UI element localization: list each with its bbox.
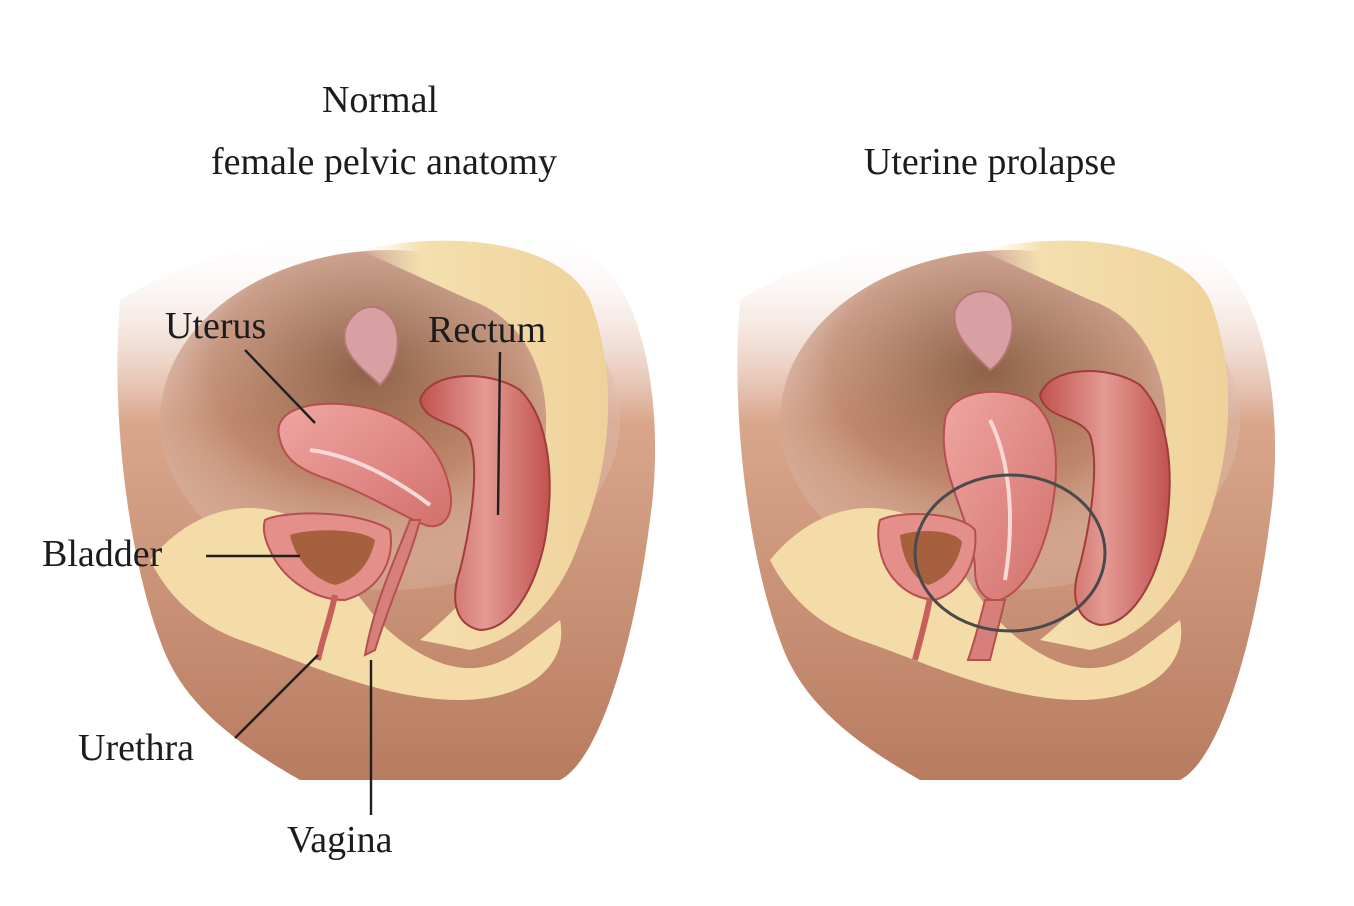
- label-rectum: Rectum: [428, 309, 546, 351]
- urethra-prolapse: [912, 597, 933, 661]
- label-urethra: Urethra: [78, 727, 194, 769]
- label-bladder: Bladder: [42, 533, 163, 575]
- leader-rectum: [496, 351, 502, 516]
- prolapse-title: Uterine prolapse: [864, 141, 1116, 183]
- bladder-interior-normal: [290, 530, 375, 585]
- sacrum-fat-prolapse: [980, 240, 1229, 650]
- prolapse-anatomy-illustration: [737, 228, 1276, 780]
- urethra-normal: [315, 594, 338, 661]
- uterine-cavity-normal: [309, 448, 432, 507]
- leader-uterus: [244, 349, 316, 424]
- bowel-prolapse: [953, 290, 1014, 372]
- label-vagina: Vagina: [287, 819, 393, 861]
- sacrum-fat-normal: [360, 240, 609, 650]
- normal-title-line1: Normal: [322, 79, 438, 121]
- rectum-prolapse: [1038, 370, 1171, 627]
- pelvic-floor-fat-prolapse: [770, 508, 1182, 700]
- bowel-normal: [343, 305, 399, 387]
- label-uterus: Uterus: [165, 305, 266, 347]
- leader-urethra: [234, 654, 319, 739]
- uterine-cavity-prolapse: [988, 419, 1012, 581]
- vagina-normal: [363, 519, 422, 657]
- uterus-prolapse: [942, 390, 1057, 602]
- rectum-normal: [418, 375, 551, 632]
- normal-title-line2: female pelvic anatomy: [211, 141, 557, 183]
- prolapse-highlight-circle: [913, 473, 1107, 633]
